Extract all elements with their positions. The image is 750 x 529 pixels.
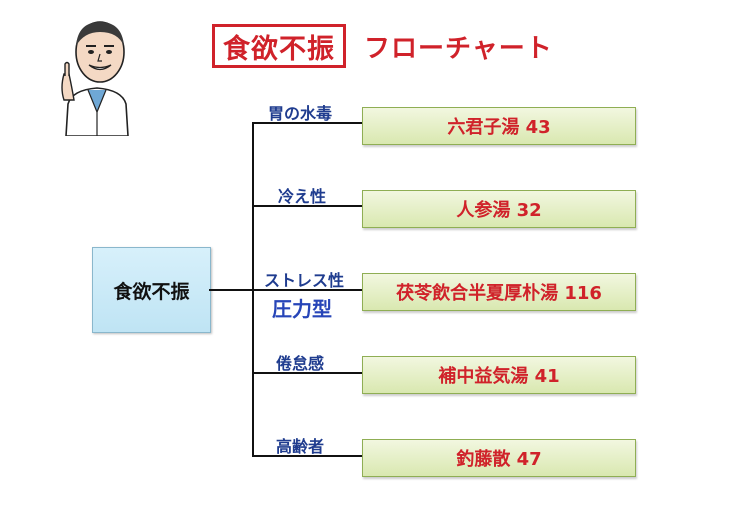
branch-label-cold: 冷え性	[278, 187, 327, 206]
branch-connector	[252, 455, 362, 457]
result-box: 釣藤散 47	[362, 439, 636, 477]
root-node: 食欲不振	[92, 247, 211, 333]
branch-label-fatigue: 倦怠感	[276, 354, 325, 373]
doctor-illustration	[61, 21, 129, 136]
branch-connector	[252, 372, 362, 374]
result-box: 人参湯 32	[362, 190, 636, 228]
branch-label-elderly: 高齢者	[276, 437, 325, 456]
branch-label-stress: ストレス性	[264, 271, 345, 290]
branch-connector	[252, 122, 362, 124]
branch-sublabel-pressure: 圧力型	[272, 297, 332, 321]
branch-connector	[252, 205, 362, 207]
branch-connector	[252, 289, 362, 291]
result-box: 補中益気湯 41	[362, 356, 636, 394]
title-boxed: 食欲不振	[212, 24, 346, 68]
branch-label-gastric-water: 胃の水毒	[268, 104, 333, 123]
title: 食欲不振 フローチャート	[212, 18, 553, 74]
result-box: 茯苓飲合半夏厚朴湯 116	[362, 273, 636, 311]
result-box: 六君子湯 43	[362, 107, 636, 145]
root-connector	[209, 289, 254, 291]
title-rest: フローチャート	[364, 33, 553, 64]
